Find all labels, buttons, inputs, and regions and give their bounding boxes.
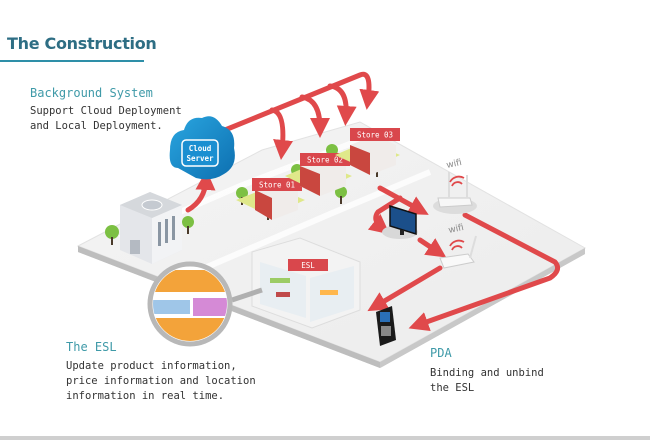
- esl-text: Update product information, price inform…: [66, 360, 256, 402]
- arrow-to-store01: [269, 107, 293, 160]
- background-system-text: Support Cloud Deployment and Local Deplo…: [30, 105, 182, 132]
- store-01: Store 01: [236, 178, 305, 220]
- esl-heading: The ESL: [66, 340, 117, 354]
- arrow-to-store03: [327, 83, 357, 126]
- magnifier-icon: [147, 261, 263, 347]
- cloud-icon[interactable]: Cloud Server: [169, 116, 235, 180]
- monitor-icon: [382, 204, 418, 239]
- esl-label: ESL: [301, 261, 315, 270]
- title-underline: [0, 60, 144, 62]
- store-03: Store 03: [335, 128, 400, 175]
- cloud-label-line1: Cloud: [189, 144, 212, 153]
- esl-shelf-icon: ESL: [251, 237, 361, 329]
- arrow-monitor-to-router2: [417, 237, 447, 258]
- background-system-heading: Background System: [30, 86, 153, 100]
- wifi-label-2: wifi: [448, 223, 465, 236]
- store-01-label: Store 01: [259, 181, 295, 190]
- arrow-building-to-cloud: [185, 170, 216, 213]
- store-02: Store 02: [285, 153, 352, 196]
- bottom-bar: [0, 436, 650, 440]
- wifi-label-1: wifi: [446, 158, 463, 171]
- pda-heading: PDA: [430, 346, 452, 360]
- pda-icon: [376, 306, 396, 346]
- arrow-router1-to-pda: [408, 212, 561, 332]
- cloud-label-line2: Server: [186, 154, 214, 163]
- office-building-icon: [120, 192, 182, 264]
- wifi-router-icon: wifi: [439, 223, 477, 269]
- arrow-router2-to-pda: [367, 265, 443, 312]
- data-flow-arrows: [185, 71, 561, 332]
- store-02-label: Store 02: [307, 156, 343, 165]
- store-03-label: Store 03: [357, 131, 393, 140]
- pda-text: Binding and unbind the ESL: [430, 367, 544, 394]
- wifi-router-icon: wifi: [433, 158, 477, 214]
- arrow-to-monitor: [367, 195, 403, 235]
- arrow-to-store02: [299, 94, 330, 138]
- page-title: The Construction: [7, 34, 157, 53]
- arrow-cloud-main: [222, 71, 380, 133]
